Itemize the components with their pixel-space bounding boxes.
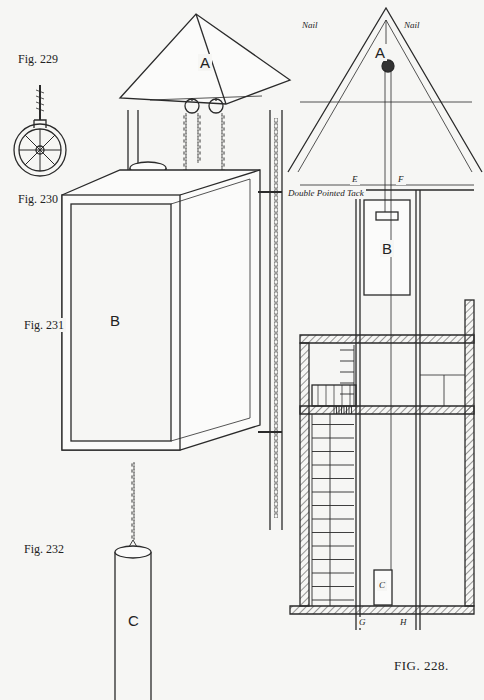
part-letter: A [373,44,387,61]
callout-text: Nail [300,20,320,31]
part-letter: B [108,312,122,329]
point-letter: E [350,174,360,185]
part-letter: C [377,580,387,591]
callout-text: Double Pointed Tack [286,188,366,199]
part-letter: B [380,240,394,257]
point-letter: G [357,617,368,628]
figure-number: Fig. 232 [22,542,66,556]
figure-number: Fig. 231 [22,318,66,332]
callout-text: Nail [402,20,422,31]
point-letter: F [396,174,406,185]
part-letter: C [126,612,141,629]
figure-number: Fig. 230 [16,192,60,206]
part-letter: A [198,54,212,71]
figure-number: FIG. 228. [392,658,451,673]
figure-number: Fig. 229 [16,52,60,66]
point-letter: H [398,617,409,628]
